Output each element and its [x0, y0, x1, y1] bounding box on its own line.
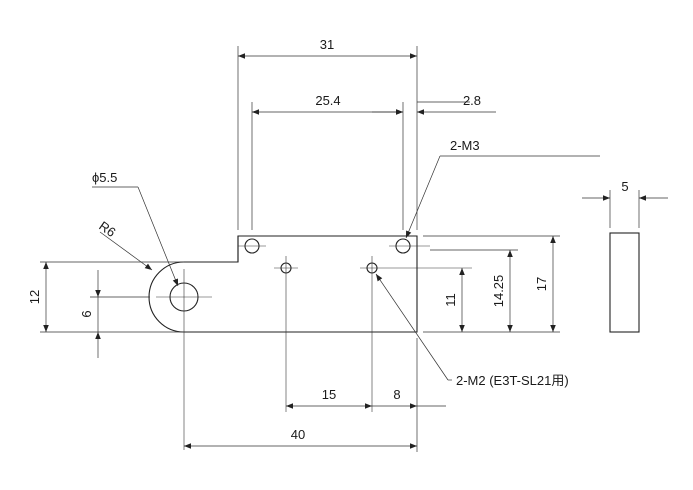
callout-r6: R6 [96, 218, 118, 240]
leader-lines [92, 155, 452, 381]
callout-labels: 2-M3 ϕ5.5 R6 2-M2 (E3T-SL21用) [92, 138, 569, 388]
callout-phi5-5: ϕ5.5 [92, 170, 117, 185]
dim-5-label: 5 [621, 179, 628, 194]
dim-25-4-label: 25.4 [315, 93, 340, 108]
dim-14-25-label: 14.25 [491, 275, 506, 308]
dimension-lines [43, 53, 668, 449]
dim-31-label: 31 [320, 37, 334, 52]
dim-11-label: 11 [443, 293, 458, 307]
extension-lines [40, 46, 640, 452]
dim-17-label: 17 [534, 277, 549, 291]
holes [169, 238, 411, 312]
dim-2-8-label: 2.8 [463, 93, 481, 108]
dimension-labels: 31 25.4 2.8 5 12 6 11 14.25 17 15 8 40 [27, 37, 629, 442]
side-view [609, 232, 640, 333]
callout-m2: 2-M2 (E3T-SL21用) [456, 373, 569, 388]
center-lines [156, 245, 472, 450]
callout-m3: 2-M3 [450, 138, 480, 153]
dim-15-label: 15 [322, 387, 336, 402]
dim-12-label: 12 [27, 290, 42, 304]
dim-40-label: 40 [291, 427, 305, 442]
dim-6-label: 6 [79, 310, 94, 317]
dim-8-label: 8 [393, 387, 400, 402]
